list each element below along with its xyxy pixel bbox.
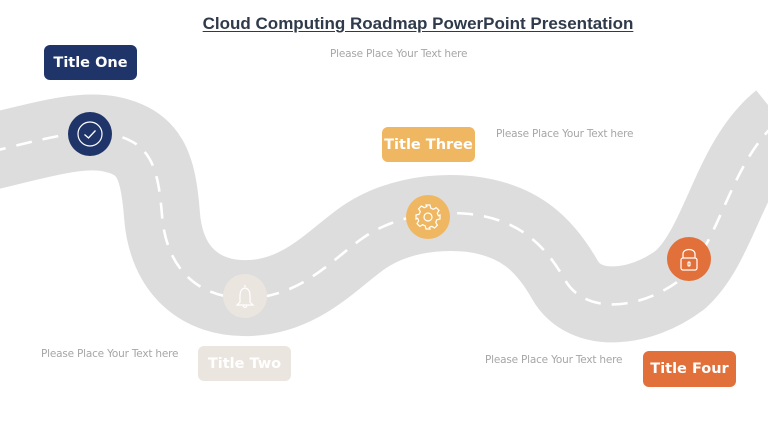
check-circle-icon — [77, 121, 103, 147]
road-center-dashes — [0, 129, 768, 306]
slide-title: Cloud Computing Roadmap PowerPoint Prese… — [202, 14, 634, 33]
milestone-node-four[interactable] — [667, 237, 711, 281]
milestone-title-three[interactable]: Title Three — [382, 127, 475, 162]
milestone-node-one[interactable] — [68, 112, 112, 156]
milestone-title-label: Title Two — [207, 355, 282, 372]
milestone-title-four[interactable]: Title Four — [643, 351, 736, 387]
lock-icon — [680, 248, 698, 271]
milestone-node-three[interactable] — [406, 195, 450, 239]
milestone-text-two: Please Place Your Text here — [41, 348, 179, 360]
milestone-title-label: Title Four — [650, 361, 729, 377]
milestone-title-two[interactable]: Title Two — [198, 346, 291, 381]
milestone-title-one[interactable]: Title One — [44, 45, 137, 80]
bell-icon — [235, 285, 255, 309]
milestone-text-three: Please Place Your Text here — [496, 128, 634, 140]
milestone-node-two[interactable] — [223, 274, 267, 318]
subtitle-text: Please Place Your Text here — [330, 48, 468, 60]
milestone-title-label: Title One — [53, 54, 128, 71]
milestone-title-label: Title Three — [384, 136, 473, 153]
gear-icon — [415, 204, 441, 230]
milestone-text-four: Please Place Your Text here — [485, 354, 623, 366]
